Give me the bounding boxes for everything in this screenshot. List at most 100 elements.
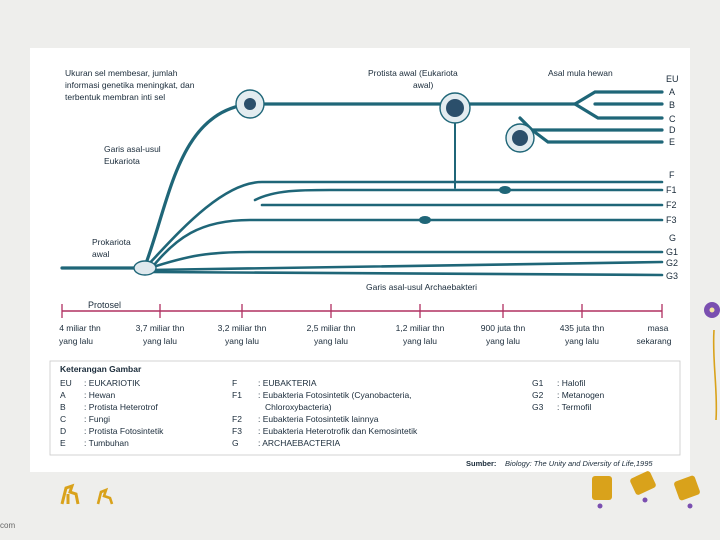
- label-eu: EU: [666, 74, 679, 84]
- legend-desc-g2: : Metanogen: [557, 390, 605, 400]
- branch-f3: [148, 218, 664, 272]
- note-archaebakteri: Garis asal-usul Archaebakteri: [366, 282, 477, 292]
- legend-col-1: EU : EUKARIOTIK A : Hewan B : Protista H…: [60, 378, 164, 448]
- tick-label-3-line2: yang lalu: [314, 336, 348, 346]
- bell-decoration: [592, 471, 700, 509]
- legend-code-g3: G3: [532, 402, 544, 412]
- legend-desc-b: : Protista Heterotrof: [84, 402, 158, 412]
- note-top-left-2: informasi genetika meningkat, dan: [65, 80, 195, 90]
- legend-code-g: G: [232, 438, 239, 448]
- cell-f1: [499, 186, 511, 194]
- label-f: F: [669, 170, 675, 180]
- branch-a: [573, 90, 664, 106]
- legend-desc-c: : Fungi: [84, 414, 110, 424]
- branch-g2: [148, 260, 664, 272]
- source-text: Biology: The Unity and Diversity of Life…: [505, 459, 653, 468]
- timeline-ticks: [61, 304, 663, 318]
- legend-code-g1: G1: [532, 378, 544, 388]
- label-a: A: [669, 87, 675, 97]
- lineage-lines: [60, 90, 664, 277]
- legend-code-g2: G2: [532, 390, 544, 400]
- note-garis-eukariota-1: Garis asal-usul: [104, 144, 161, 154]
- legend-desc-f2: : Eubakteria Fotosintetik lainnya: [258, 414, 379, 424]
- label-g1: G1: [666, 247, 678, 257]
- label-f1: F1: [666, 185, 677, 195]
- footer-credit: com: [0, 521, 16, 530]
- label-f2: F2: [666, 200, 677, 210]
- figure-panel: [30, 48, 690, 472]
- source-label: Sumber:: [466, 459, 496, 468]
- tick-label-1-line1: 3,7 miliar thn: [136, 323, 185, 333]
- branch-g3: [148, 270, 664, 277]
- legend-col-3: G1 : Halofil G2 : Metanogen G3 : Termofi…: [532, 378, 605, 412]
- giraffe-decoration: [60, 483, 114, 505]
- vine-icon: [712, 329, 718, 421]
- label-e: E: [669, 137, 675, 147]
- bell-dot-1: [597, 503, 603, 509]
- giraffe-icon-2: [96, 487, 114, 505]
- legend-code-f2: F2: [232, 414, 242, 424]
- cell-markers: [133, 89, 535, 276]
- legend-desc-g1: : Halofil: [557, 378, 585, 388]
- cell-f3: [419, 216, 431, 224]
- legend-desc-a: : Hewan: [84, 390, 115, 400]
- legend-code-f: F: [232, 378, 237, 388]
- legend-code-b: B: [60, 402, 66, 412]
- note-hewan: Asal mula hewan: [548, 68, 613, 78]
- label-f3: F3: [666, 215, 677, 225]
- legend-code-f3: F3: [232, 426, 242, 436]
- tick-label-1-line2: yang lalu: [143, 336, 177, 346]
- label-g: G: [669, 233, 676, 243]
- note-prokariota-2: awal: [92, 249, 110, 259]
- bell-icon-1: [592, 476, 612, 500]
- legend-desc-g: : ARCHAEBACTERIA: [258, 438, 341, 448]
- legend-code-eu: EU: [60, 378, 72, 388]
- cell-eukaryote-nucleus: [244, 98, 256, 110]
- note-garis-eukariota-2: Eukariota: [104, 156, 140, 166]
- tick-label-5-line1: 900 juta thn: [481, 323, 526, 333]
- tick-label-6-line1: 435 juta thn: [560, 323, 605, 333]
- legend-desc-f3: : Eubakteria Heterotrofik dan Kemosintet…: [258, 426, 418, 436]
- legend-code-e: E: [60, 438, 66, 448]
- tick-label-7-line2: sekarang: [637, 336, 672, 346]
- legend-title: Keterangan Gambar: [60, 364, 142, 374]
- label-d: D: [669, 125, 676, 135]
- eukaryote-stem: [143, 102, 252, 268]
- flower-center: [709, 307, 715, 313]
- branch-d: [518, 116, 664, 132]
- bell-dot-2: [642, 497, 648, 503]
- branch-c: [573, 102, 664, 120]
- note-prokariota-1: Prokariota: [92, 237, 131, 247]
- branch-e: [530, 128, 664, 144]
- legend-desc-eu: : EUKARIOTIK: [84, 378, 141, 388]
- tick-label-7-line1: masa: [648, 323, 669, 333]
- note-top-left-1: Ukuran sel membesar, jumlah: [65, 68, 178, 78]
- protosel-label: Protosel: [88, 300, 121, 310]
- cell-protocell: [133, 260, 157, 276]
- flower-decoration: [704, 302, 720, 421]
- legend-desc-g3: : Termofil: [557, 402, 591, 412]
- branch-f: [143, 180, 664, 270]
- legend-code-c: C: [60, 414, 66, 424]
- label-g3: G3: [666, 271, 678, 281]
- note-protista-1: Protista awal (Eukariota: [368, 68, 458, 78]
- tick-label-4-line1: 1,2 miliar thn: [396, 323, 445, 333]
- legend-code-d: D: [60, 426, 66, 436]
- tick-label-0-line2: yang lalu: [59, 336, 93, 346]
- legend-desc-d: : Protista Fotosintetik: [84, 426, 164, 436]
- tick-label-5-line2: yang lalu: [486, 336, 520, 346]
- giraffe-icon-1: [60, 483, 80, 505]
- legend-desc-f1-cont: Chloroxybacteria): [265, 402, 332, 412]
- label-g2: G2: [666, 258, 678, 268]
- bell-dot-3: [687, 503, 693, 509]
- branch-f1: [253, 188, 664, 202]
- legend-code-a: A: [60, 390, 66, 400]
- legend-box: [49, 360, 681, 456]
- label-c: C: [669, 114, 676, 124]
- tick-label-4-line2: yang lalu: [403, 336, 437, 346]
- timeline-labels: 4 miliar thn yang lalu 3,7 miliar thn ya…: [59, 323, 672, 346]
- tick-label-3-line1: 2,5 miliar thn: [307, 323, 356, 333]
- legend-desc-e: : Tumbuhan: [84, 438, 129, 448]
- tick-label-2-line1: 3,2 miliar thn: [218, 323, 267, 333]
